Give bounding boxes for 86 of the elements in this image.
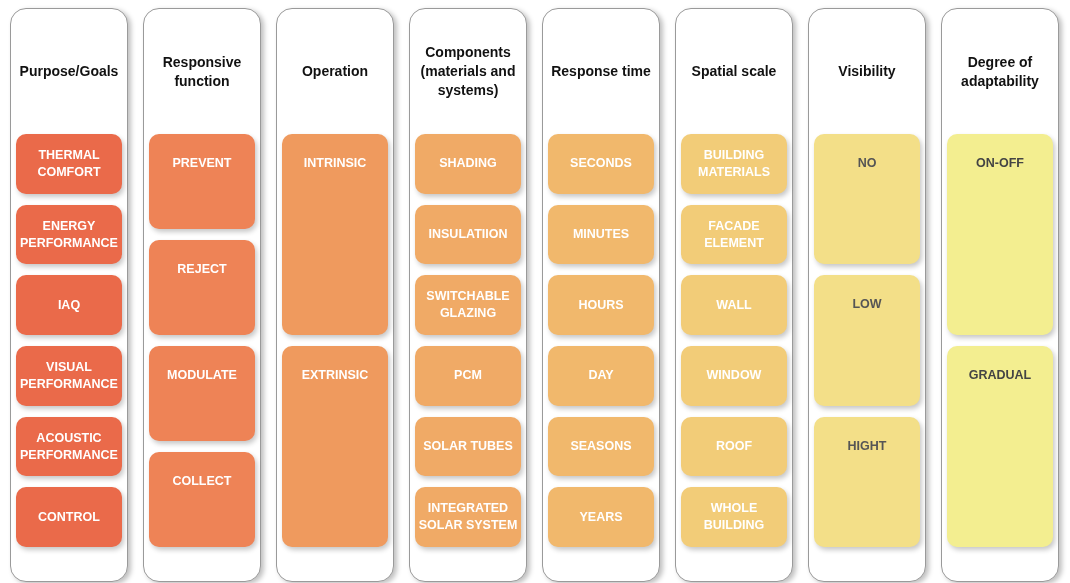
option-label: PREVENT xyxy=(172,155,232,172)
column-heading: Components (materials and systems) xyxy=(419,43,517,100)
option-card xyxy=(548,134,654,194)
option-label: WALL xyxy=(716,296,752,314)
option-card xyxy=(814,134,920,265)
option-label: COLLECT xyxy=(172,473,232,490)
option-label: YEARS xyxy=(579,508,623,526)
option-label: CONTROL xyxy=(38,508,100,526)
category-column xyxy=(10,8,128,582)
category-column xyxy=(542,8,660,582)
option-label: PCM xyxy=(454,367,482,385)
option-card xyxy=(16,346,122,406)
option-label: VISUAL PERFORMANCE xyxy=(19,358,119,393)
option-card xyxy=(149,452,255,547)
option-card xyxy=(282,346,388,547)
option-card xyxy=(548,487,654,548)
option-label: WHOLE BUILDING xyxy=(702,500,766,535)
option-card xyxy=(16,416,122,477)
option-card xyxy=(149,134,255,229)
option-card xyxy=(415,416,521,477)
option-card xyxy=(548,346,654,406)
option-card xyxy=(548,204,654,265)
category-column xyxy=(941,8,1059,582)
option-card xyxy=(681,487,787,548)
option-label: INSULATIION xyxy=(428,226,508,243)
option-label: IAQ xyxy=(57,296,81,314)
option-card xyxy=(681,134,787,194)
option-card xyxy=(681,346,787,406)
option-card xyxy=(415,275,521,335)
category-column xyxy=(143,8,261,582)
option-card xyxy=(16,275,122,335)
option-card xyxy=(415,487,521,548)
option-label: SWITCHABLE GLAZING xyxy=(425,288,511,323)
option-card xyxy=(681,275,787,335)
option-card xyxy=(681,416,787,477)
option-label: INTEGRATED SOLAR SYSTEM xyxy=(418,500,518,535)
option-label: NO xyxy=(857,155,877,172)
option-label: MINUTES xyxy=(572,226,630,243)
option-label: DAY xyxy=(588,367,614,385)
column-heading: Responsive function xyxy=(161,52,243,91)
option-label: BUILDING MATERIALS xyxy=(697,146,771,181)
option-card xyxy=(814,416,920,547)
option-card xyxy=(415,134,521,194)
option-label: THERMAL COMFORT xyxy=(36,146,102,181)
option-label: HOURS xyxy=(578,296,624,314)
option-card xyxy=(947,134,1053,335)
option-label: REJECT xyxy=(177,261,227,278)
option-label: ON-OFF xyxy=(976,155,1024,172)
option-label: FACADE ELEMENT xyxy=(703,217,765,252)
category-column xyxy=(276,8,394,582)
option-label: LOW xyxy=(852,296,882,314)
option-card xyxy=(282,134,388,335)
column-heading: Operation xyxy=(301,62,369,81)
option-label: WINDOW xyxy=(706,367,762,385)
option-label: ROOF xyxy=(715,438,753,455)
option-label: GRADUAL xyxy=(968,367,1032,384)
category-column xyxy=(675,8,793,582)
option-card xyxy=(415,204,521,265)
option-label: MODULATE xyxy=(167,367,237,384)
option-card xyxy=(548,416,654,477)
column-heading: Response time xyxy=(551,62,651,81)
option-card xyxy=(16,134,122,194)
option-card xyxy=(548,275,654,335)
option-label: SHADING xyxy=(439,155,497,173)
column-heading: Visibility xyxy=(838,62,896,81)
option-card xyxy=(681,204,787,265)
option-card xyxy=(16,487,122,548)
option-card xyxy=(415,346,521,406)
option-label: HIGHT xyxy=(847,437,887,455)
column-heading: Degree of adaptability xyxy=(960,52,1040,91)
option-card xyxy=(149,346,255,441)
option-card xyxy=(947,346,1053,547)
option-label: ENERGY PERFORMANCE xyxy=(19,217,119,252)
option-label: INTRINSIC xyxy=(303,155,367,172)
option-label: SECONDS xyxy=(570,155,632,173)
column-heading: Spatial scale xyxy=(691,62,777,81)
column-heading: Purpose/Goals xyxy=(19,62,119,81)
option-card xyxy=(16,204,122,265)
option-label: SEASONS xyxy=(570,438,632,455)
option-card xyxy=(814,275,920,406)
category-column xyxy=(409,8,527,582)
option-card xyxy=(149,240,255,335)
option-label: SOLAR TUBES xyxy=(423,438,513,455)
option-label: EXTRINSIC xyxy=(301,367,369,384)
option-label: ACOUSTIC PERFORMANCE xyxy=(19,429,119,464)
category-column xyxy=(808,8,926,582)
